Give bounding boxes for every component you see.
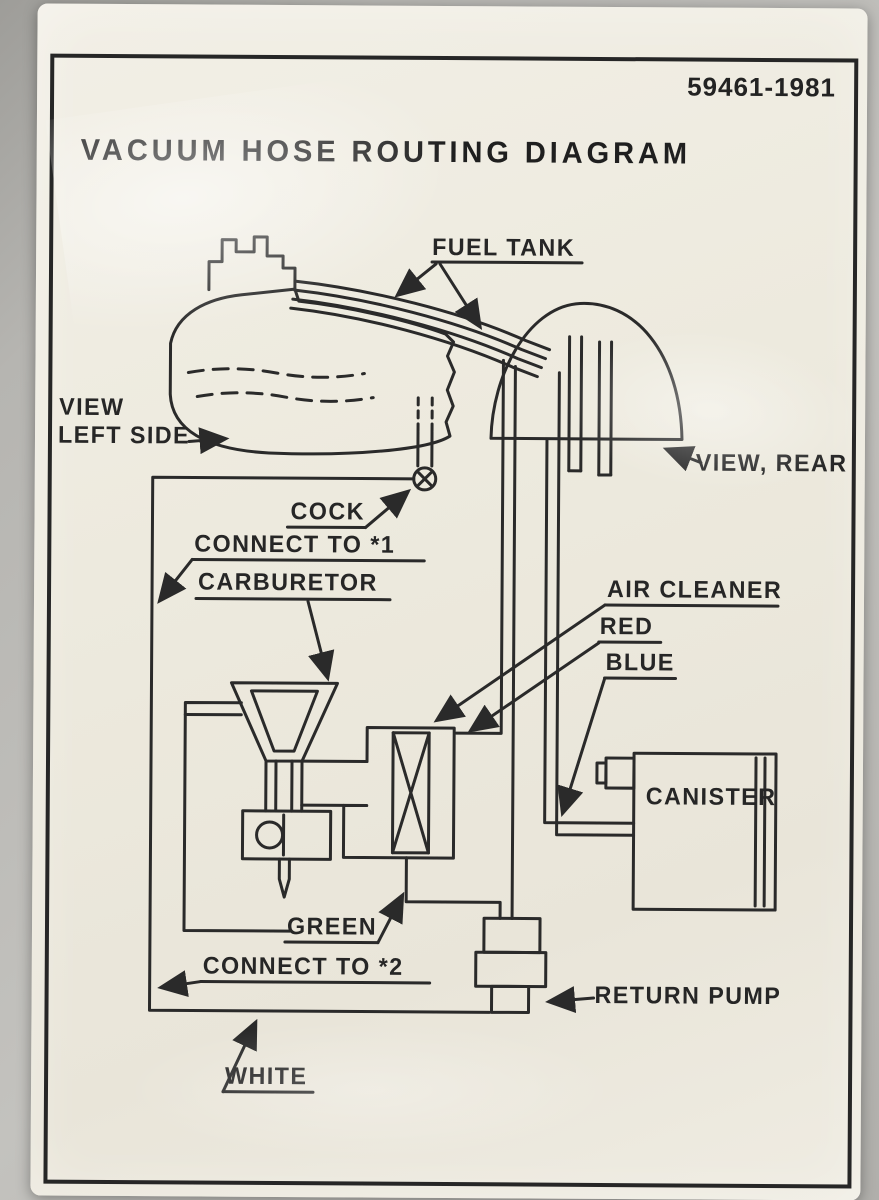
label-blue: BLUE [605, 649, 675, 677]
part-number: 59461-1981 [687, 71, 837, 103]
label-view-left-side-line2: LEFT SIDE [57, 421, 191, 450]
diagram-title: VACUUM HOSE ROUTING DIAGRAM [80, 133, 692, 171]
label-carburetor: CARBURETOR [198, 568, 378, 597]
label-view-left-side-line1: VIEW [59, 393, 125, 422]
label-connect-to-2: CONNECT TO *2 [202, 952, 404, 981]
label-cock: COCK [290, 498, 365, 526]
label-connect-to-1: CONNECT TO *1 [194, 530, 396, 559]
label-red: RED [599, 612, 654, 641]
label-return-pump: RETURN PUMP [594, 981, 782, 1011]
label-view-rear: VIEW, REAR [695, 449, 848, 478]
label-fuel-tank: FUEL TANK [432, 233, 576, 262]
label-white: WHITE [225, 1062, 308, 1091]
border-frame [43, 53, 859, 1189]
label-air-cleaner: AIR CLEANER [606, 576, 783, 605]
label-green: GREEN [286, 913, 378, 941]
label-canister: CANISTER [645, 783, 777, 812]
